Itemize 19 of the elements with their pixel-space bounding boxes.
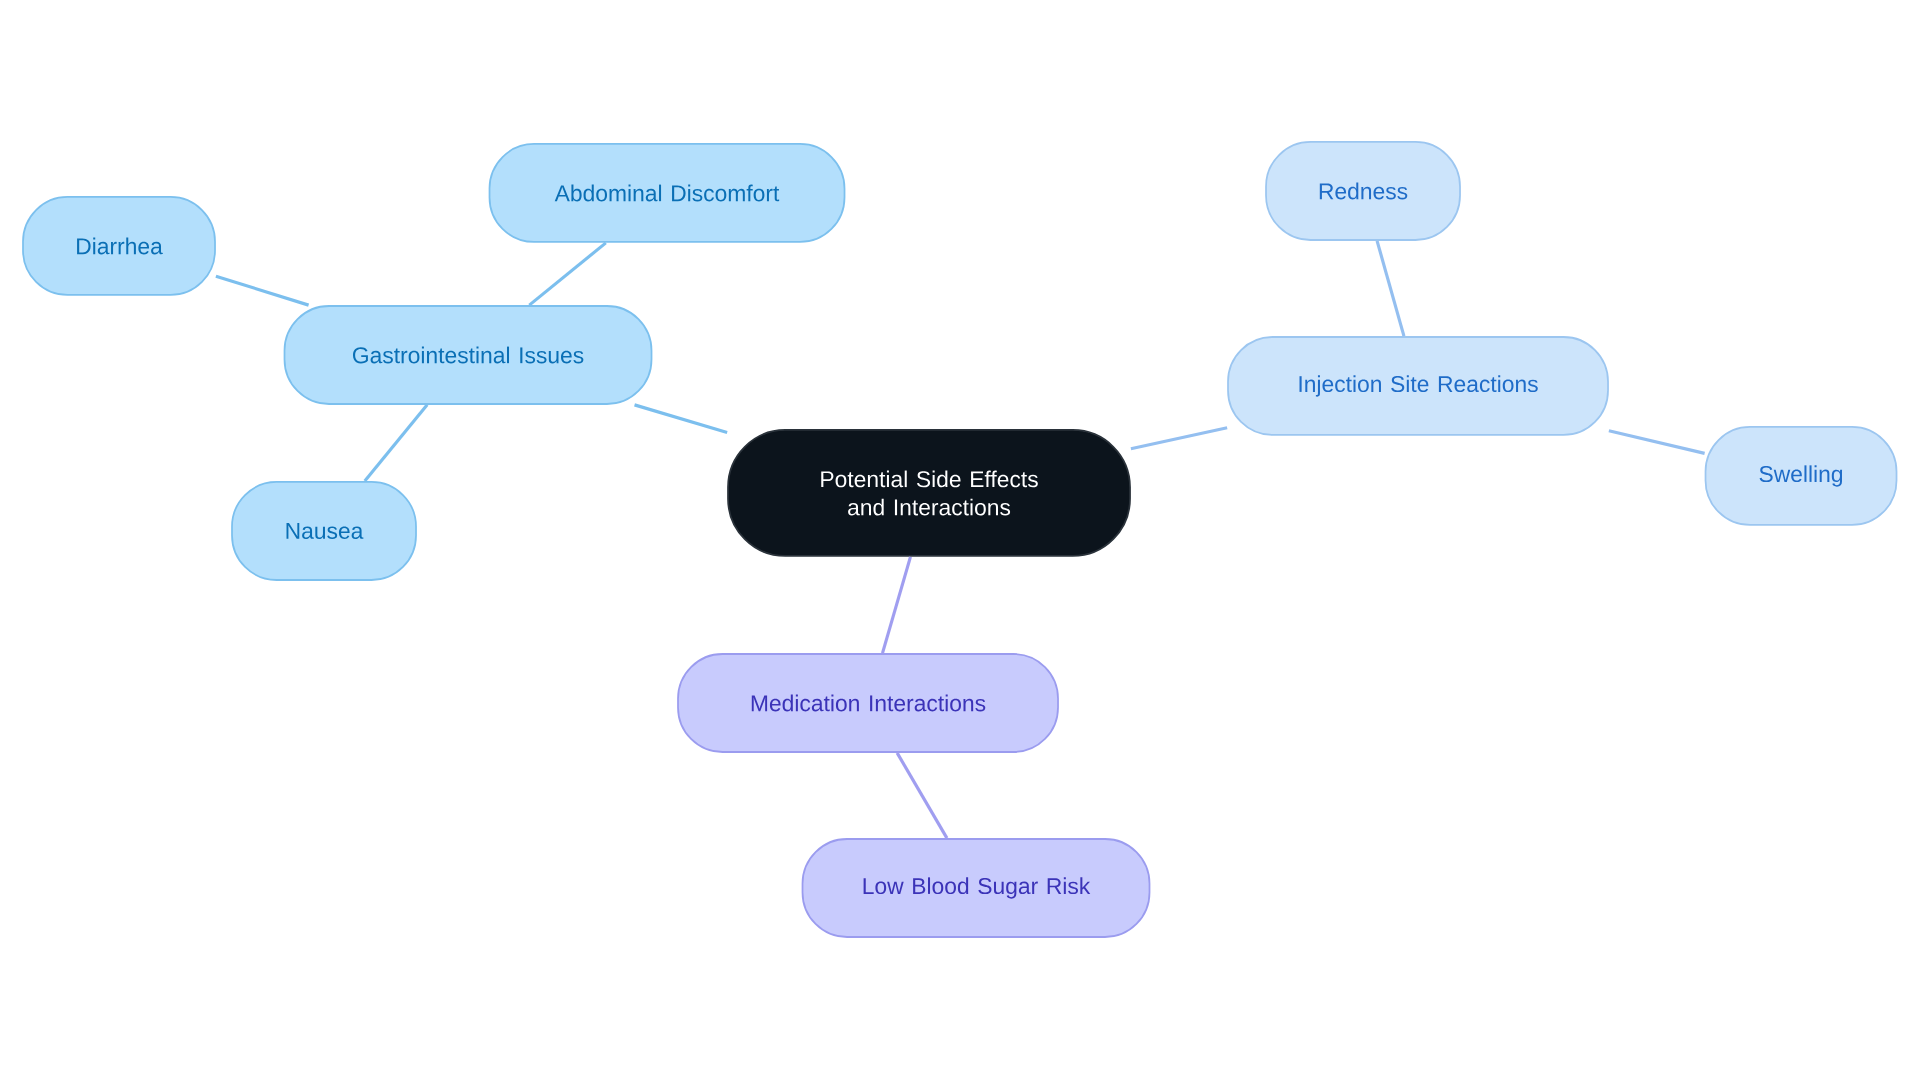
connector-line	[1130, 426, 1228, 451]
topic-box: Swelling	[1704, 426, 1898, 526]
connector-line	[215, 274, 310, 307]
topic-box: Medication Interactions	[677, 653, 1059, 753]
topic-box: Redness	[1265, 141, 1461, 241]
topic-box: Diarrhea	[22, 196, 216, 296]
connector-line	[634, 403, 728, 435]
connector-line	[363, 403, 429, 483]
connector-line	[1375, 240, 1406, 337]
topic-box: Injection Site Reactions	[1227, 336, 1609, 436]
connector-line	[880, 556, 912, 654]
topic-box: Abdominal Discomfort	[488, 143, 846, 243]
connector-line	[1608, 429, 1705, 455]
topic-box: Gastrointestinal Issues	[283, 305, 653, 405]
connector-line	[528, 241, 607, 307]
connector-line	[895, 752, 949, 839]
central-topic-box: Potential Side Effects and Interactions	[727, 429, 1131, 557]
topic-box: Low Blood Sugar Risk	[801, 838, 1151, 938]
topic-box: Nausea	[231, 481, 417, 581]
